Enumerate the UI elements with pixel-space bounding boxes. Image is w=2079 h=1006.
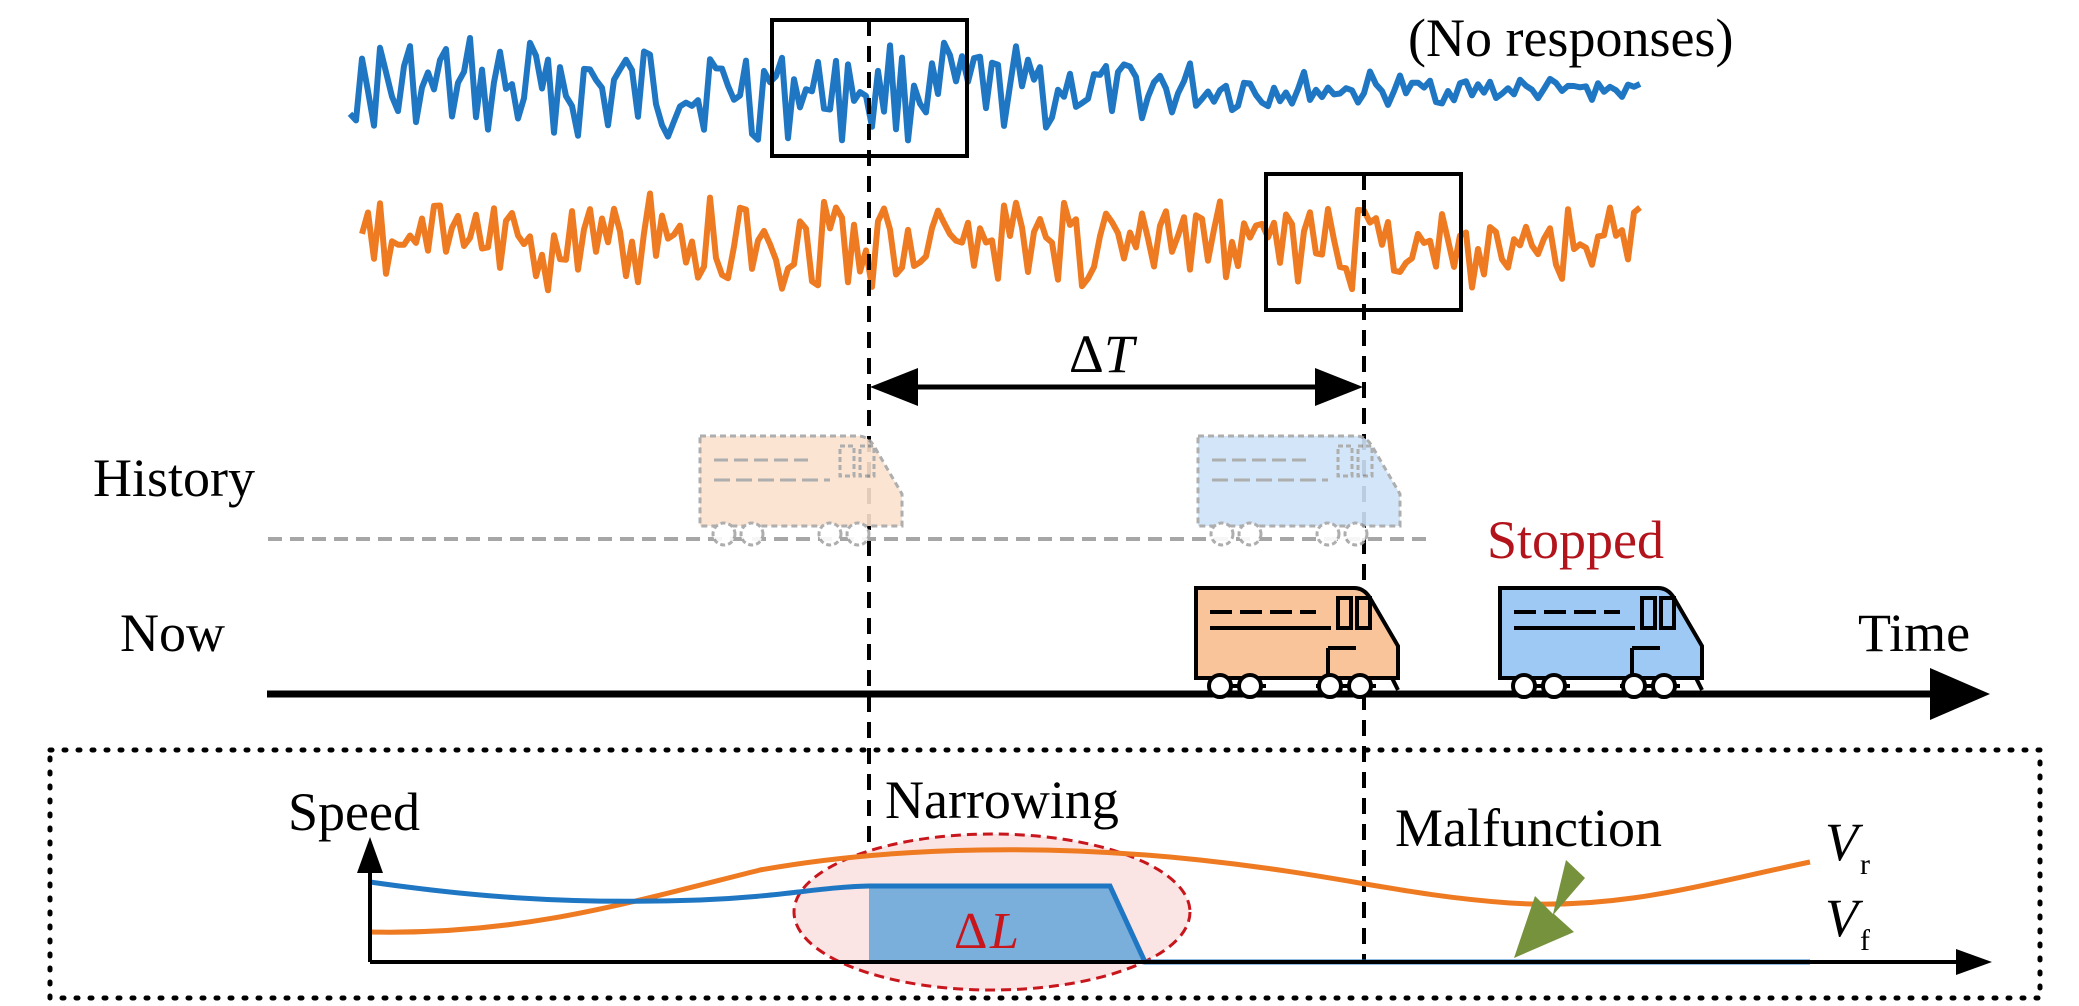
time-axis-arrowhead [1930,668,1990,720]
vf-label-main: V [1825,888,1864,948]
vr-label-sub: r [1860,848,1870,881]
vf-curve [369,879,1810,965]
orange-train [1194,586,1400,699]
delta-t-symbol: Δ [1069,324,1104,384]
vr-label-main: V [1825,812,1864,872]
delta-t-arrowhead-right [1315,368,1363,406]
blue-signal-waveform [347,35,1642,144]
ghost-blue-train [1196,434,1402,547]
speed-y-arrowhead [357,837,383,873]
narrowing-label: Narrowing [885,770,1119,830]
speed-label: Speed [288,782,420,842]
delta-l-area [869,886,1143,962]
vf-label-sub: f [1860,924,1870,957]
orange-signal-waveform [359,190,1642,294]
now-label: Now [120,603,225,663]
malfunction-label: Malfunction [1395,798,1662,858]
no-responses-label: (No responses) [1408,8,1733,68]
ghost-orange-train [698,434,904,547]
delta-l-symbol: Δ [954,903,987,960]
delta-t-arrowhead-left [870,368,918,406]
speed-panel-border [47,747,2043,1001]
delta-l-variable: L [989,903,1019,960]
stopped-label: Stopped [1487,510,1664,570]
history-label: History [93,448,255,508]
speed-x-arrowhead [1956,949,1992,975]
time-label: Time [1858,603,1970,663]
delta-t-variable: T [1104,324,1138,384]
blue-train-stopped [1498,586,1704,699]
malfunction-arrow [1514,860,1585,958]
